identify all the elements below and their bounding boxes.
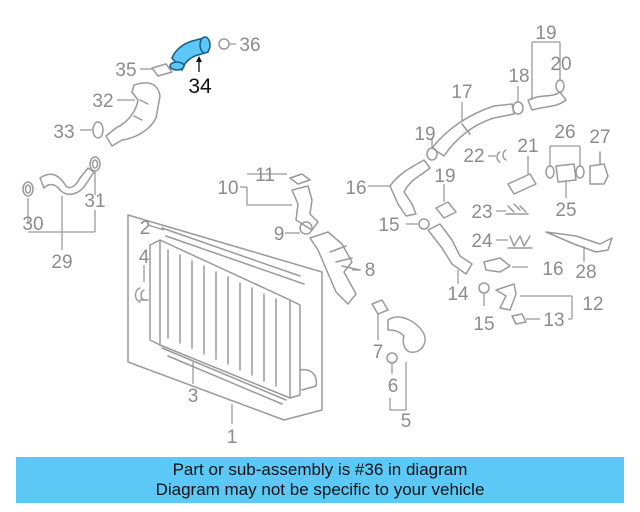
clamp-part-19-right <box>512 86 524 115</box>
highlighted-part-36-hose[interactable] <box>169 36 211 72</box>
callout-26: 24 <box>471 231 493 252</box>
callout-20: 19 <box>434 166 455 187</box>
callout-14: 14 <box>447 284 469 305</box>
callout-10: 10 <box>217 178 238 199</box>
callout-2: 2 <box>140 218 151 239</box>
callout-25: 23 <box>471 202 492 223</box>
callout-9: 9 <box>274 224 285 245</box>
callout-29: 27 <box>589 127 610 148</box>
clamp-part-9 <box>285 221 313 235</box>
clamp-part-19-left <box>426 138 438 161</box>
clamp-part-38 <box>218 38 236 50</box>
ring-part-15b <box>478 282 490 306</box>
callout-12: 12 <box>582 294 603 315</box>
banner-line-2: Diagram may not be specific to your vehi… <box>155 480 485 499</box>
callout-32: 30 <box>22 214 43 235</box>
pipe-part-17 <box>368 159 431 217</box>
sensor-part-29 <box>589 151 609 185</box>
hose-part-5 <box>387 316 426 353</box>
hose-part-12 <box>495 283 517 311</box>
clip-part-4 <box>134 265 145 303</box>
callout-1: 1 <box>227 427 238 448</box>
hose-part-10 <box>291 185 319 231</box>
callout-24: 22 <box>463 146 484 167</box>
clamp-part-35 <box>80 121 104 139</box>
callout-16: 16 <box>542 259 563 280</box>
pipe-part-18 <box>431 102 515 157</box>
intercooler-part-1 <box>127 214 323 421</box>
callout-35: 33 <box>53 122 74 143</box>
bracket-part-26 <box>496 235 533 249</box>
callout-4: 4 <box>139 247 150 268</box>
bracket-part-30 <box>545 231 613 262</box>
bracket-part-25 <box>496 203 529 215</box>
callout-19-right: 18 <box>508 66 529 87</box>
callout-23: 21 <box>517 136 538 157</box>
callout-18: 17 <box>451 82 472 103</box>
hose-part-28 <box>545 163 585 183</box>
clamp-part-22 <box>555 70 565 93</box>
callout-30: 28 <box>575 262 596 283</box>
callout-38: 36 <box>239 35 260 56</box>
callout-27: 25 <box>555 200 576 221</box>
info-banner: Part or sub-assembly is #36 in diagram D… <box>16 457 624 503</box>
callout-31: 29 <box>51 252 72 273</box>
parts-diagram: 34 36 35 32 33 30 31 29 2 4 3 1 11 10 9 … <box>22 23 613 448</box>
callout-7: 7 <box>373 342 384 363</box>
callout-37: 35 <box>115 60 136 81</box>
hose-part-31 <box>39 167 95 195</box>
hose-part-23 <box>507 156 537 195</box>
ring-part-15a <box>406 218 430 230</box>
clip-part-7 <box>371 299 389 340</box>
callout-17: 16 <box>345 178 366 199</box>
pipe-part-14 <box>427 223 473 284</box>
callout-21: 19 <box>535 23 556 44</box>
bracket-part-16 <box>483 257 528 273</box>
callout-3: 3 <box>188 386 199 407</box>
banner-line-1: Part or sub-assembly is #36 in diagram <box>172 460 468 479</box>
callout-11: 11 <box>255 165 275 186</box>
callout-13: 13 <box>543 310 564 331</box>
clamp-part-6 <box>386 352 398 374</box>
callout-33: 31 <box>84 191 105 212</box>
callout-28: 26 <box>554 122 575 143</box>
callout-15-upper: 15 <box>378 215 399 236</box>
clip-part-11 <box>289 173 311 185</box>
callout-19-left: 19 <box>414 124 435 145</box>
clip-part-24 <box>488 149 507 163</box>
callout-6: 6 <box>388 376 399 397</box>
clip-part-37 <box>140 63 173 77</box>
callout-36[interactable]: 34 <box>188 75 212 98</box>
bracket-part-20 <box>435 184 457 219</box>
clamp-part-13 <box>511 313 540 325</box>
callout-15-lower: 15 <box>473 314 494 335</box>
ring-part-32 <box>22 181 34 197</box>
callout-34: 32 <box>92 91 113 112</box>
callout-8: 8 <box>365 260 376 281</box>
hose-part-21 <box>527 91 567 111</box>
pipe-part-8 <box>309 231 361 305</box>
callout-22: 20 <box>550 54 571 75</box>
callout-5: 5 <box>401 411 412 432</box>
ring-part-33 <box>89 156 101 172</box>
intake-duct-part-34 <box>105 82 161 147</box>
